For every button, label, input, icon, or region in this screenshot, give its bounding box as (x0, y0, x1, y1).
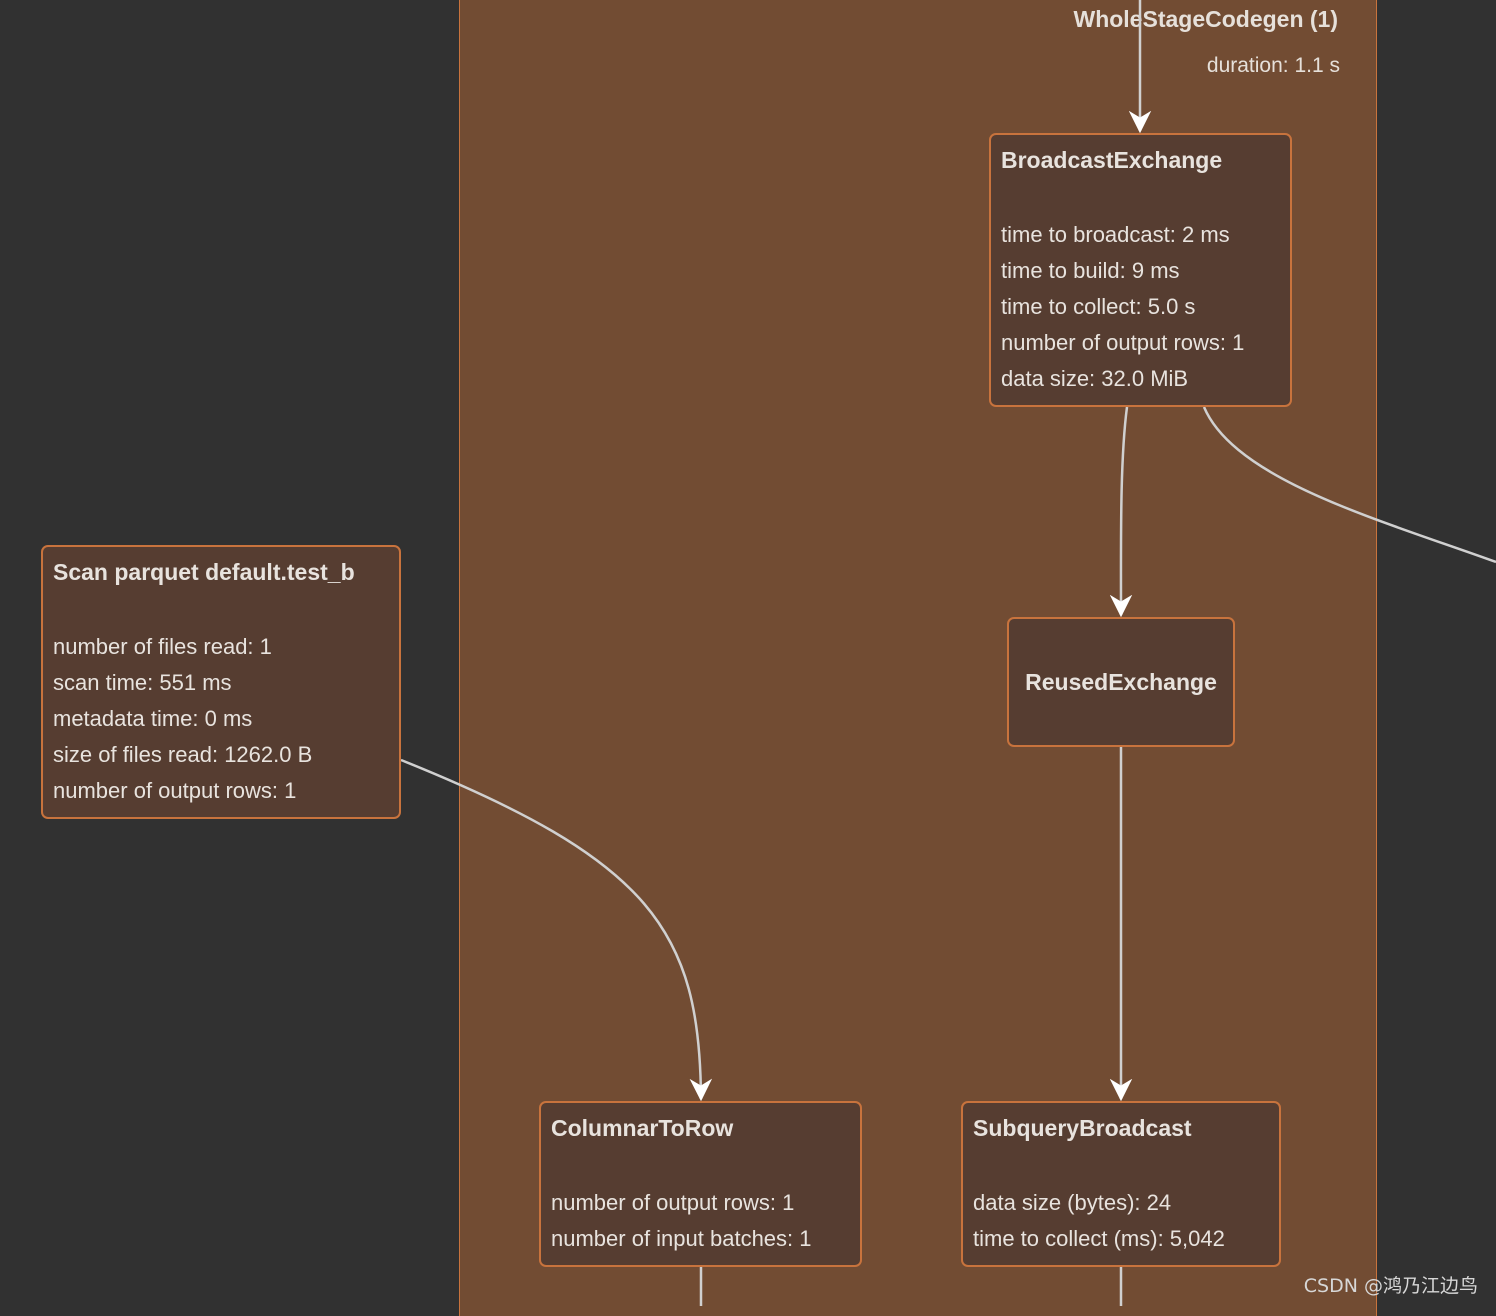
cluster-duration: duration: 1.1 s (1206, 54, 1340, 77)
watermark: CSDN @鸿乃江边鸟 (1303, 1275, 1478, 1297)
metric-files-read: number of files read: 1 (53, 634, 272, 659)
columnar-to-row-node[interactable]: ColumnarToRow number of output rows: 1 n… (539, 1101, 862, 1267)
metric-time-to-collect-ms: time to collect (ms): 5,042 (973, 1226, 1225, 1251)
node-title: Scan parquet default.test_b (53, 559, 355, 585)
metric-size-files-read: size of files read: 1262.0 B (53, 742, 313, 767)
metric-data-size-bytes: data size (bytes): 24 (973, 1190, 1172, 1215)
node-title: ReusedExchange (1025, 669, 1217, 695)
node-metrics: data size (bytes): 24 time to collect (m… (973, 1185, 1269, 1257)
cluster-title: WholeStageCodegen (1) (1073, 6, 1338, 32)
metric-input-batches: number of input batches: 1 (551, 1226, 812, 1251)
node-title: BroadcastExchange (1001, 147, 1223, 173)
edge-scan-to-columnar (400, 758, 713, 1102)
node-title: ColumnarToRow (551, 1115, 734, 1141)
edge-broadcast-offscreen-right (1202, 406, 1496, 564)
metric-scan-time: scan time: 551 ms (53, 670, 232, 695)
broadcast-exchange-node[interactable]: BroadcastExchange time to broadcast: 2 m… (989, 133, 1292, 407)
metric-output-rows: number of output rows: 1 (53, 778, 297, 803)
node-metrics: time to broadcast: 2 ms time to build: 9… (1001, 217, 1280, 397)
subquery-broadcast-node[interactable]: SubqueryBroadcast data size (bytes): 24 … (961, 1101, 1281, 1267)
node-metrics: number of output rows: 1 number of input… (551, 1185, 850, 1257)
node-metrics: number of files read: 1 scan time: 551 m… (53, 629, 389, 809)
metric-time-to-collect: time to collect: 5.0 s (1001, 294, 1196, 319)
metric-data-size: data size: 32.0 MiB (1001, 366, 1189, 391)
metric-time-to-build: time to build: 9 ms (1001, 258, 1180, 283)
reused-exchange-node[interactable]: ReusedExchange (1007, 617, 1235, 747)
edge-broadcast-to-reused (1109, 406, 1133, 618)
metric-time-to-broadcast: time to broadcast: 2 ms (1001, 222, 1230, 247)
metric-output-rows: number of output rows: 1 (551, 1190, 795, 1215)
metric-metadata-time: metadata time: 0 ms (53, 706, 253, 731)
scan-parquet-node[interactable]: Scan parquet default.test_b number of fi… (41, 545, 401, 819)
metric-output-rows: number of output rows: 1 (1001, 330, 1245, 355)
node-title: SubqueryBroadcast (973, 1115, 1192, 1141)
